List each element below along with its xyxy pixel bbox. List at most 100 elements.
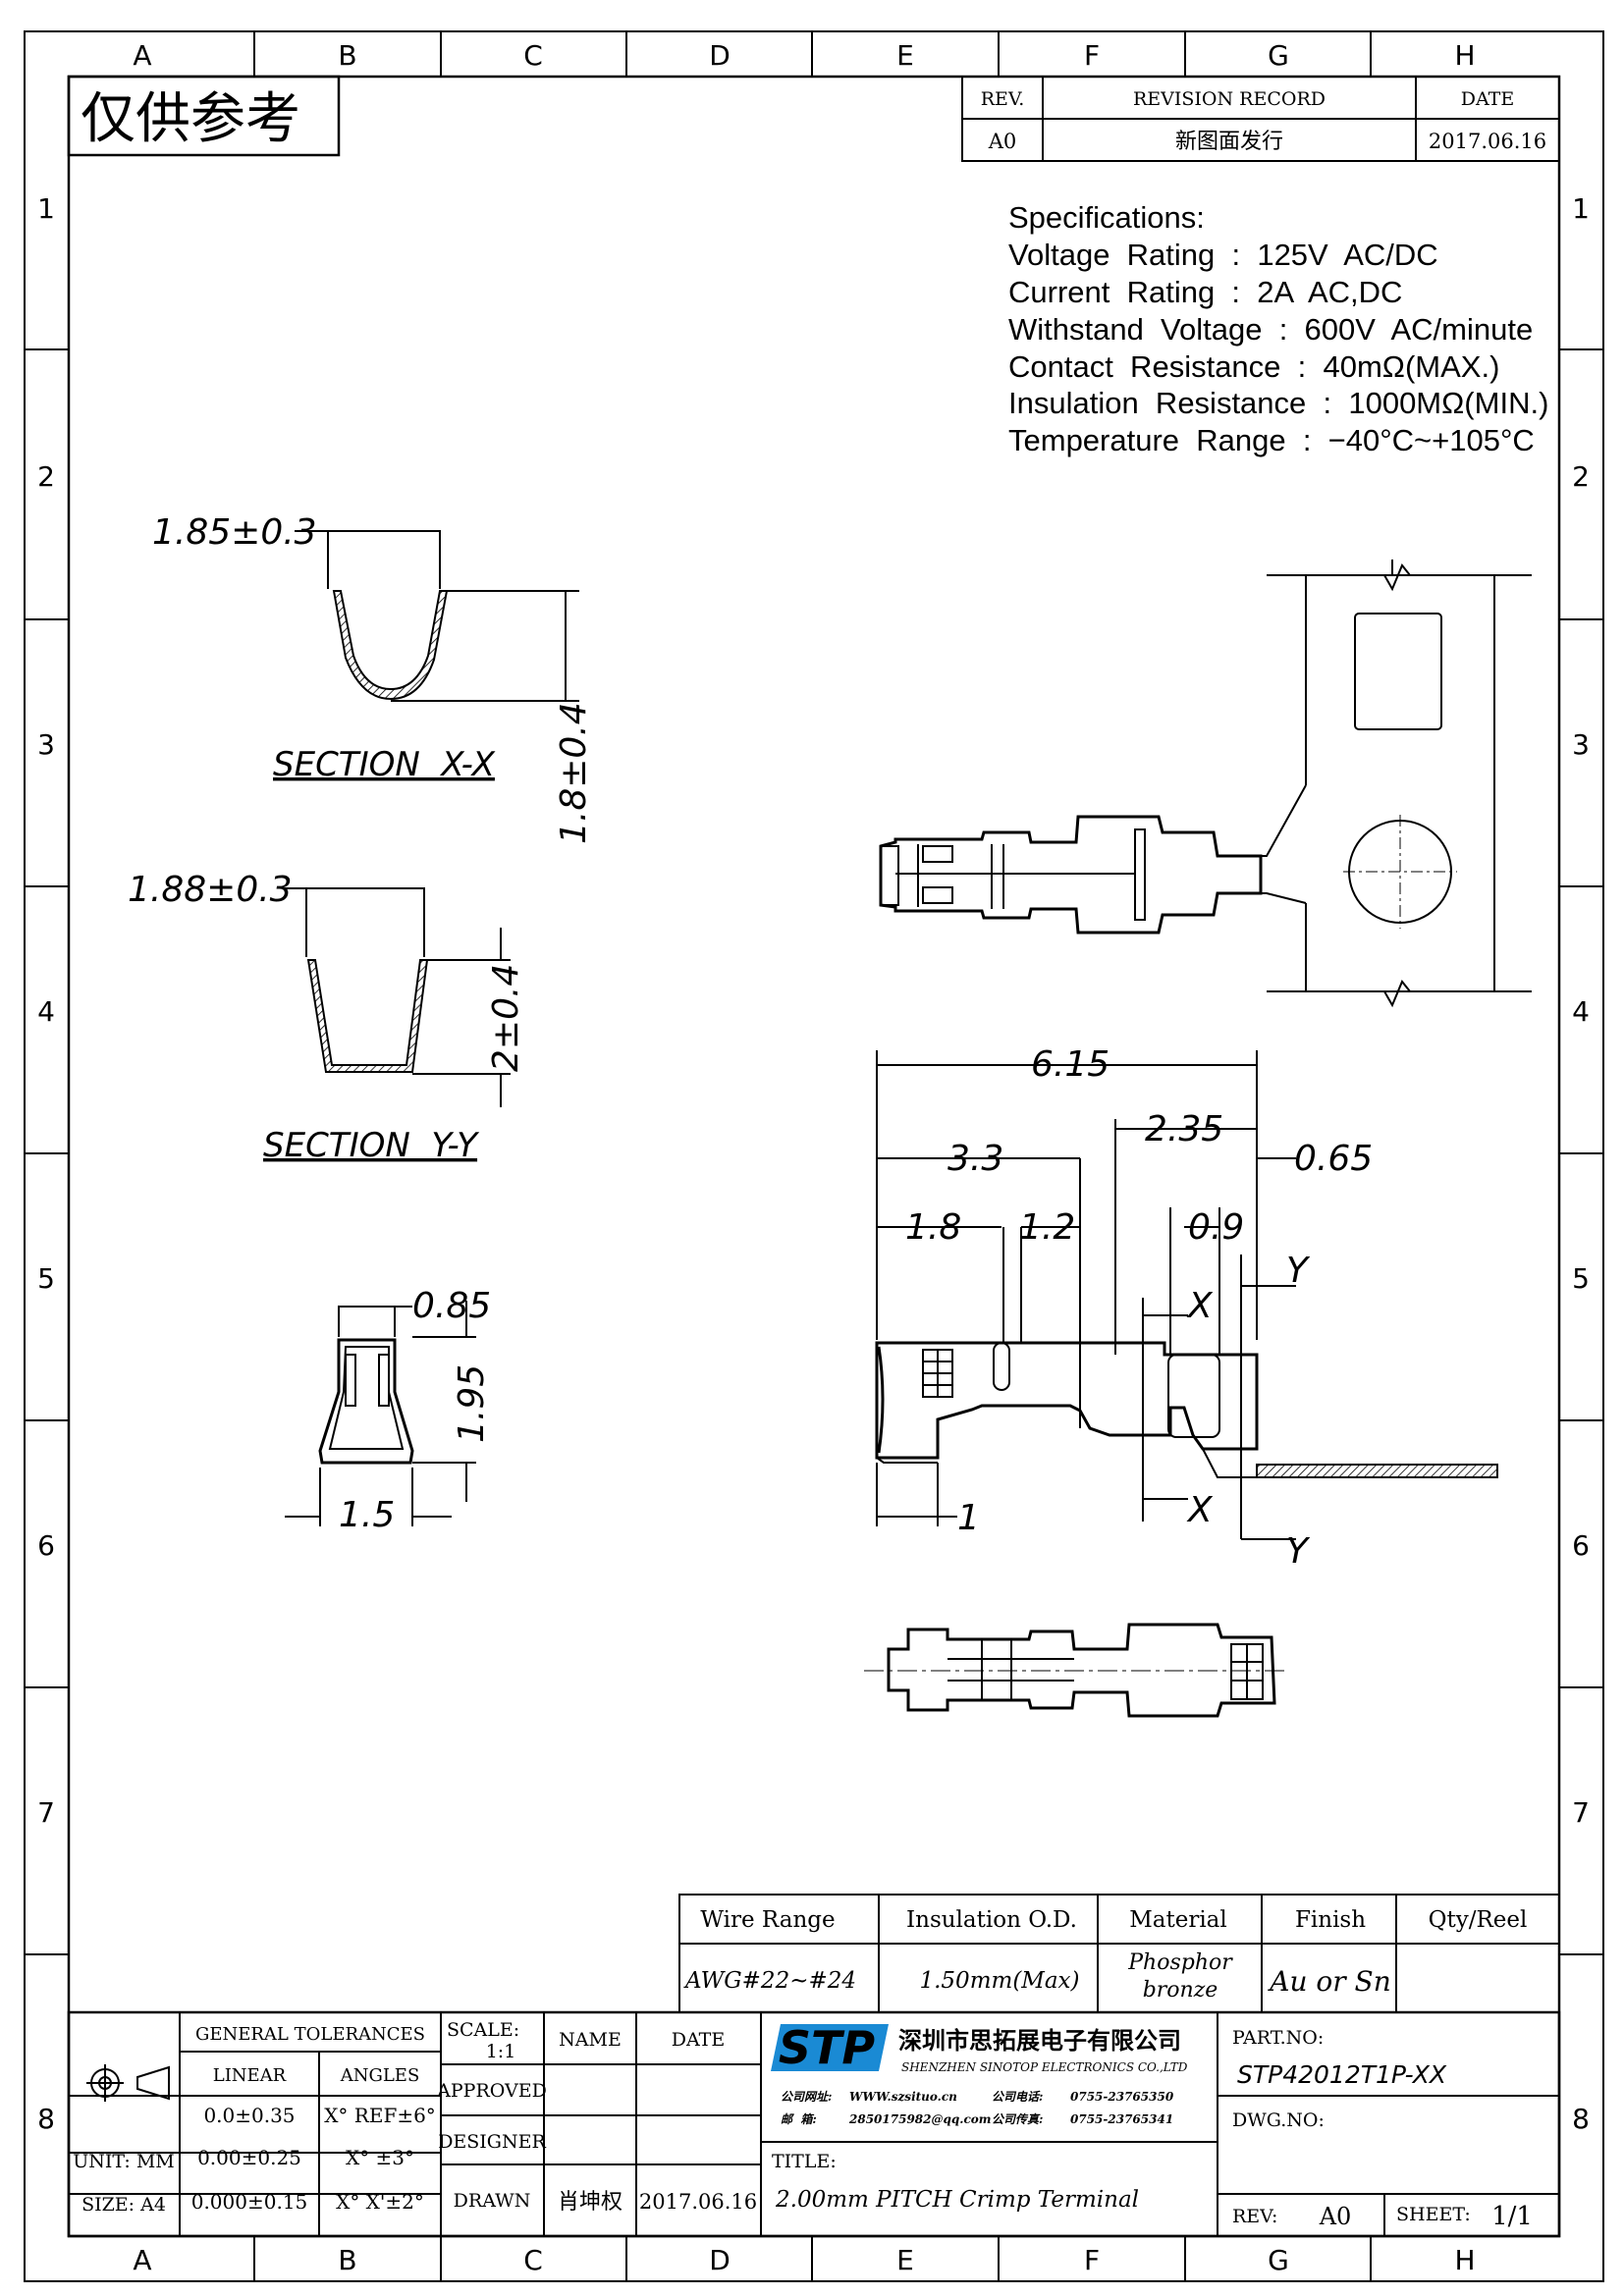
drawn-date: 2017.06.16 — [639, 2190, 757, 2214]
insulation-od-value: 1.50mm(Max) — [919, 1968, 1079, 1994]
reference-only-text: 仅供参考 — [81, 87, 300, 151]
wire-range-header: Wire Range — [700, 1907, 835, 1933]
company-logo: STP — [771, 2021, 889, 2074]
row-label-right: 6 — [1572, 1529, 1590, 1562]
wire-range-value: AWG#22~#24 — [683, 1968, 856, 1994]
designer-label: DESIGNER — [438, 2131, 546, 2153]
xx-height-dim: 1.8±0.4 — [554, 702, 594, 844]
rev-value: A0 — [1319, 2203, 1352, 2230]
end-view — [285, 1301, 476, 1526]
part-no-value: STP42012T1P-XX — [1237, 2060, 1447, 2089]
side-view — [875, 1050, 1498, 1540]
row-label-right: 4 — [1572, 995, 1590, 1028]
col-label-bottom: F — [1084, 2244, 1100, 2276]
row-label-right: 3 — [1572, 728, 1590, 761]
section-x-x — [295, 530, 579, 702]
dim-2-35: 2.35 — [1145, 1109, 1223, 1149]
spec-line: Temperature Range : −40°C~+105°C — [1008, 423, 1535, 457]
xx-width-dim: 1.85±0.3 — [152, 512, 317, 553]
company-name-en: SHENZHEN SINOTOP ELECTRONICS CO.,LTD — [901, 2060, 1188, 2074]
section-x-marker-top: X — [1186, 1286, 1214, 1326]
material-header: Material — [1129, 1907, 1227, 1933]
tolerance-linear: 0.00±0.25 — [197, 2146, 301, 2169]
general-tolerances-label: GENERAL TOLERANCES — [195, 2024, 425, 2045]
dim-1-2: 1.2 — [1019, 1207, 1075, 1248]
row-label-left: 8 — [37, 2103, 55, 2135]
projection-symbol-icon — [86, 2064, 170, 2102]
row-label-left: 5 — [37, 1262, 55, 1295]
section-y-y — [285, 887, 511, 1107]
revision-record-header: REVISION RECORD — [1133, 88, 1326, 110]
company-name-cn: 深圳市思拓展电子有限公司 — [898, 2026, 1181, 2055]
dim-0-65: 0.65 — [1294, 1139, 1373, 1179]
yy-width-dim: 1.88±0.3 — [128, 870, 293, 910]
row-label-left: 7 — [37, 1796, 55, 1829]
col-label-top: C — [523, 39, 543, 72]
row-label-left: 2 — [37, 460, 55, 493]
outer-frame — [24, 30, 1604, 2282]
insulation-od-header: Insulation O.D. — [906, 1907, 1077, 1933]
rev-value: A0 — [988, 130, 1017, 153]
date-header: DATE — [672, 2029, 725, 2051]
section-x-marker-bottom: X — [1186, 1490, 1214, 1530]
section-y-marker-bottom: Y — [1286, 1531, 1311, 1572]
specifications: Specifications: Voltage Rating : 125V AC… — [1008, 200, 1548, 457]
date-header: DATE — [1461, 88, 1514, 110]
spec-line: Contact Resistance : 40mΩ(MAX.) — [1008, 349, 1499, 384]
row-label-left: 6 — [37, 1529, 55, 1562]
tolerance-linear: 0.0±0.35 — [203, 2104, 295, 2127]
rev-header: REV. — [981, 88, 1025, 110]
col-label-bottom: G — [1268, 2244, 1289, 2276]
logo-text: STP — [779, 2021, 876, 2074]
row-label-left: 4 — [37, 995, 55, 1028]
col-label-bottom: D — [709, 2244, 731, 2276]
row-label-right: 1 — [1572, 192, 1590, 225]
end-width-dim: 1.5 — [339, 1495, 395, 1535]
col-label-top: B — [338, 39, 356, 72]
col-label-top: E — [896, 39, 914, 72]
title-block — [67, 2010, 1561, 2238]
mail-value: 2850175982@qq.com — [848, 2112, 991, 2126]
dim-3-3: 3.3 — [947, 1139, 1003, 1179]
finish-header: Finish — [1295, 1907, 1366, 1933]
col-label-top: F — [1084, 39, 1100, 72]
date-value: 2017.06.16 — [1429, 130, 1546, 153]
drawn-name: 肖坤权 — [558, 2190, 623, 2215]
drawing-title: 2.00mm PITCH Crimp Terminal — [775, 2187, 1139, 2213]
drawn-label: DRAWN — [454, 2190, 531, 2212]
col-label-bottom: E — [896, 2244, 914, 2276]
tolerance-linear: 0.000±0.15 — [191, 2190, 308, 2214]
col-label-top: G — [1268, 39, 1289, 72]
col-label-top: D — [709, 39, 731, 72]
col-label-bottom: B — [338, 2244, 356, 2276]
row-label-left: 1 — [37, 192, 55, 225]
tolerance-angle: X° REF±6° — [324, 2104, 436, 2127]
section-y-y-label: SECTION Y-Y — [263, 1126, 479, 1165]
approved-label: APPROVED — [436, 2080, 547, 2102]
section-y-marker-top: Y — [1286, 1251, 1311, 1291]
scale-label: SCALE: — [447, 2019, 519, 2041]
spec-line: Voltage Rating : 125V AC/DC — [1008, 238, 1438, 272]
spec-line: Current Rating : 2A AC,DC — [1008, 275, 1402, 309]
top-view-with-carrier — [879, 560, 1532, 1008]
row-label-right: 2 — [1572, 460, 1590, 493]
dim-0-9: 0.9 — [1188, 1207, 1244, 1248]
yy-height-dim: 2±0.4 — [486, 964, 526, 1072]
end-height-dim: 1.95 — [452, 1364, 492, 1443]
specs-title: Specifications: — [1008, 200, 1205, 235]
col-label-top: H — [1454, 39, 1475, 72]
spec-line: Withstand Voltage : 600V AC/minute — [1008, 312, 1533, 347]
phone-value: 0755-23765350 — [1070, 2090, 1174, 2104]
tolerance-angle: X° ±3° — [346, 2146, 414, 2169]
scale-value: 1:1 — [486, 2041, 516, 2062]
unit-label: UNIT: MM — [73, 2151, 175, 2172]
col-label-bottom: A — [133, 2244, 151, 2276]
row-label-right: 7 — [1572, 1796, 1590, 1829]
dwg-no-label: DWG.NO: — [1232, 2109, 1325, 2131]
size-label: SIZE: A4 — [81, 2194, 166, 2216]
col-label-bottom: H — [1454, 2244, 1475, 2276]
sheet-value: 1/1 — [1491, 2202, 1533, 2231]
linear-label: LINEAR — [213, 2065, 287, 2086]
col-label-bottom: C — [523, 2244, 543, 2276]
